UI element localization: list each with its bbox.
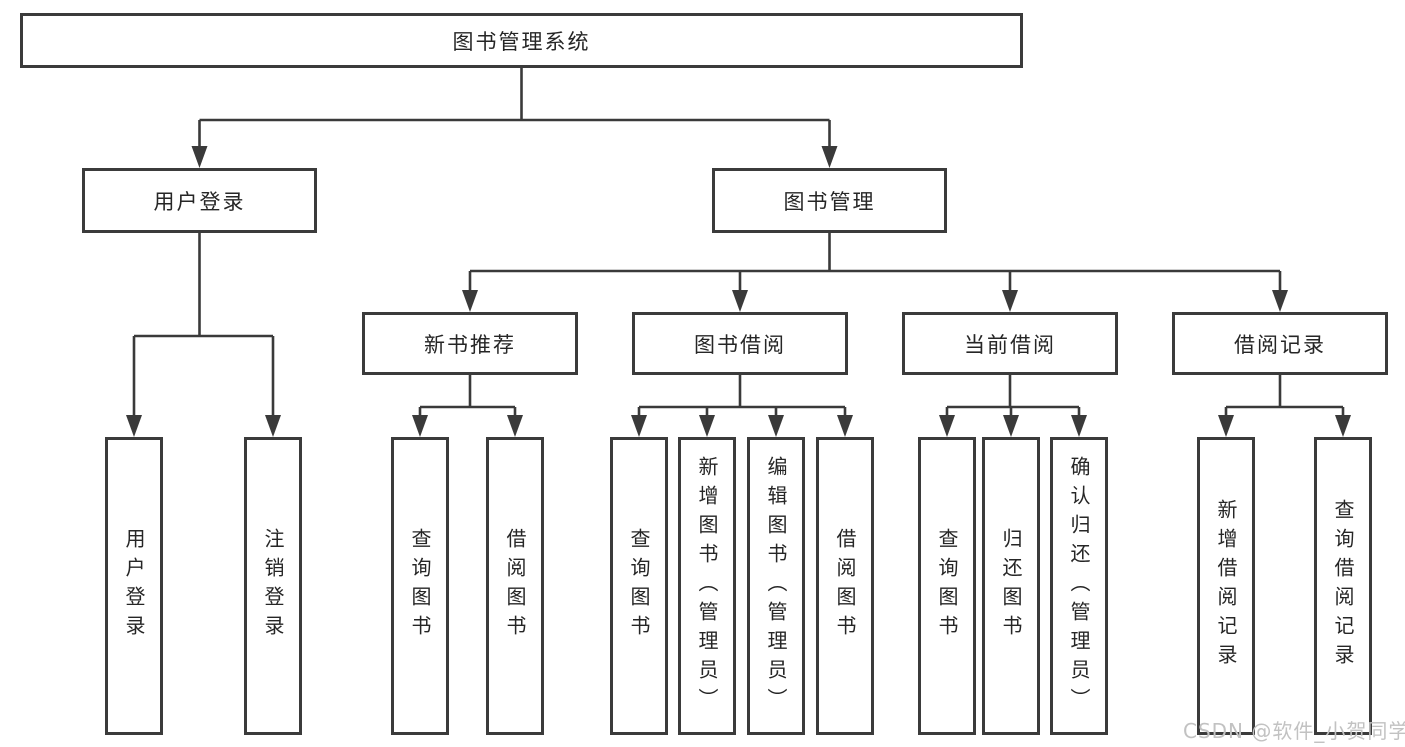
csdn-watermark: CSDN @软件_小贺同学: [1183, 719, 1405, 743]
leaf-borrow-books-label: 借阅图书: [833, 528, 857, 644]
leaf-return-book-label: 归还图书: [999, 528, 1023, 644]
leaf-add-book-admin: 新增图书（管理员）: [678, 437, 736, 735]
node-user-login-label: 用户登录: [153, 189, 246, 214]
leaf-borrow-books-recommend-label: 借阅图书: [503, 528, 527, 644]
arrowhead-icon: [939, 415, 955, 437]
arrowhead-icon: [412, 415, 428, 437]
leaf-query-books-recommend: 查询图书: [391, 437, 449, 735]
node-current-borrowing: 当前借阅: [902, 312, 1118, 375]
arrowhead-icon: [1071, 415, 1087, 437]
arrowhead-icon: [507, 415, 523, 437]
arrowhead-icon: [265, 415, 281, 437]
node-borrowing-records: 借阅记录: [1172, 312, 1388, 375]
arrowhead-icon: [1218, 415, 1234, 437]
node-current-borrowing-label: 当前借阅: [964, 332, 1056, 357]
node-book-borrowing: 图书借阅: [632, 312, 848, 375]
node-library-system: 图书管理系统: [20, 13, 1023, 68]
arrowhead-icon: [732, 290, 748, 312]
leaf-add-book-admin-label: 新增图书（管理员）: [695, 455, 719, 717]
arrowhead-icon: [837, 415, 853, 437]
node-borrowing-records-label: 借阅记录: [1234, 332, 1326, 357]
leaf-edit-book-admin: 编辑图书（管理员）: [747, 437, 805, 735]
leaf-add-borrow-record-label: 新增借阅记录: [1214, 499, 1238, 673]
node-book-management: 图书管理: [712, 168, 947, 233]
leaf-return-book: 归还图书: [982, 437, 1040, 735]
node-book-borrowing-label: 图书借阅: [694, 332, 786, 357]
leaf-query-books-borrowing-label: 查询图书: [627, 528, 651, 644]
arrowhead-icon: [821, 146, 838, 168]
leaf-query-books-current: 查询图书: [918, 437, 976, 735]
arrowhead-icon: [631, 415, 647, 437]
leaf-logout: 注销登录: [244, 437, 302, 735]
leaf-confirm-return-admin-label: 确认归还（管理员）: [1067, 455, 1091, 717]
leaf-borrow-books-recommend: 借阅图书: [486, 437, 544, 735]
node-user-login: 用户登录: [82, 168, 317, 233]
node-new-book-recommend: 新书推荐: [362, 312, 578, 375]
arrowhead-icon: [768, 415, 784, 437]
leaf-query-books-borrowing: 查询图书: [610, 437, 668, 735]
node-library-system-label: 图书管理系统: [452, 29, 591, 54]
node-new-book-recommend-label: 新书推荐: [424, 332, 516, 357]
arrowhead-icon: [699, 415, 715, 437]
arrowhead-icon: [126, 415, 142, 437]
leaf-query-books-current-label: 查询图书: [935, 528, 959, 644]
leaf-user-login: 用户登录: [105, 437, 163, 735]
leaf-logout-label: 注销登录: [261, 528, 285, 644]
leaf-add-borrow-record: 新增借阅记录: [1197, 437, 1255, 735]
arrowhead-icon: [191, 146, 208, 168]
arrowhead-icon: [1003, 415, 1019, 437]
leaf-query-books-recommend-label: 查询图书: [408, 528, 432, 644]
leaf-confirm-return-admin: 确认归还（管理员）: [1050, 437, 1108, 735]
arrowhead-icon: [1335, 415, 1351, 437]
leaf-user-login-label: 用户登录: [122, 528, 146, 644]
node-book-management-label: 图书管理: [783, 189, 876, 214]
arrowhead-icon: [1272, 290, 1288, 312]
leaf-query-borrow-record: 查询借阅记录: [1314, 437, 1372, 735]
leaf-borrow-books: 借阅图书: [816, 437, 874, 735]
arrowhead-icon: [1002, 290, 1018, 312]
leaf-edit-book-admin-label: 编辑图书（管理员）: [764, 455, 788, 717]
arrowhead-icon: [462, 290, 478, 312]
leaf-query-borrow-record-label: 查询借阅记录: [1331, 499, 1355, 673]
